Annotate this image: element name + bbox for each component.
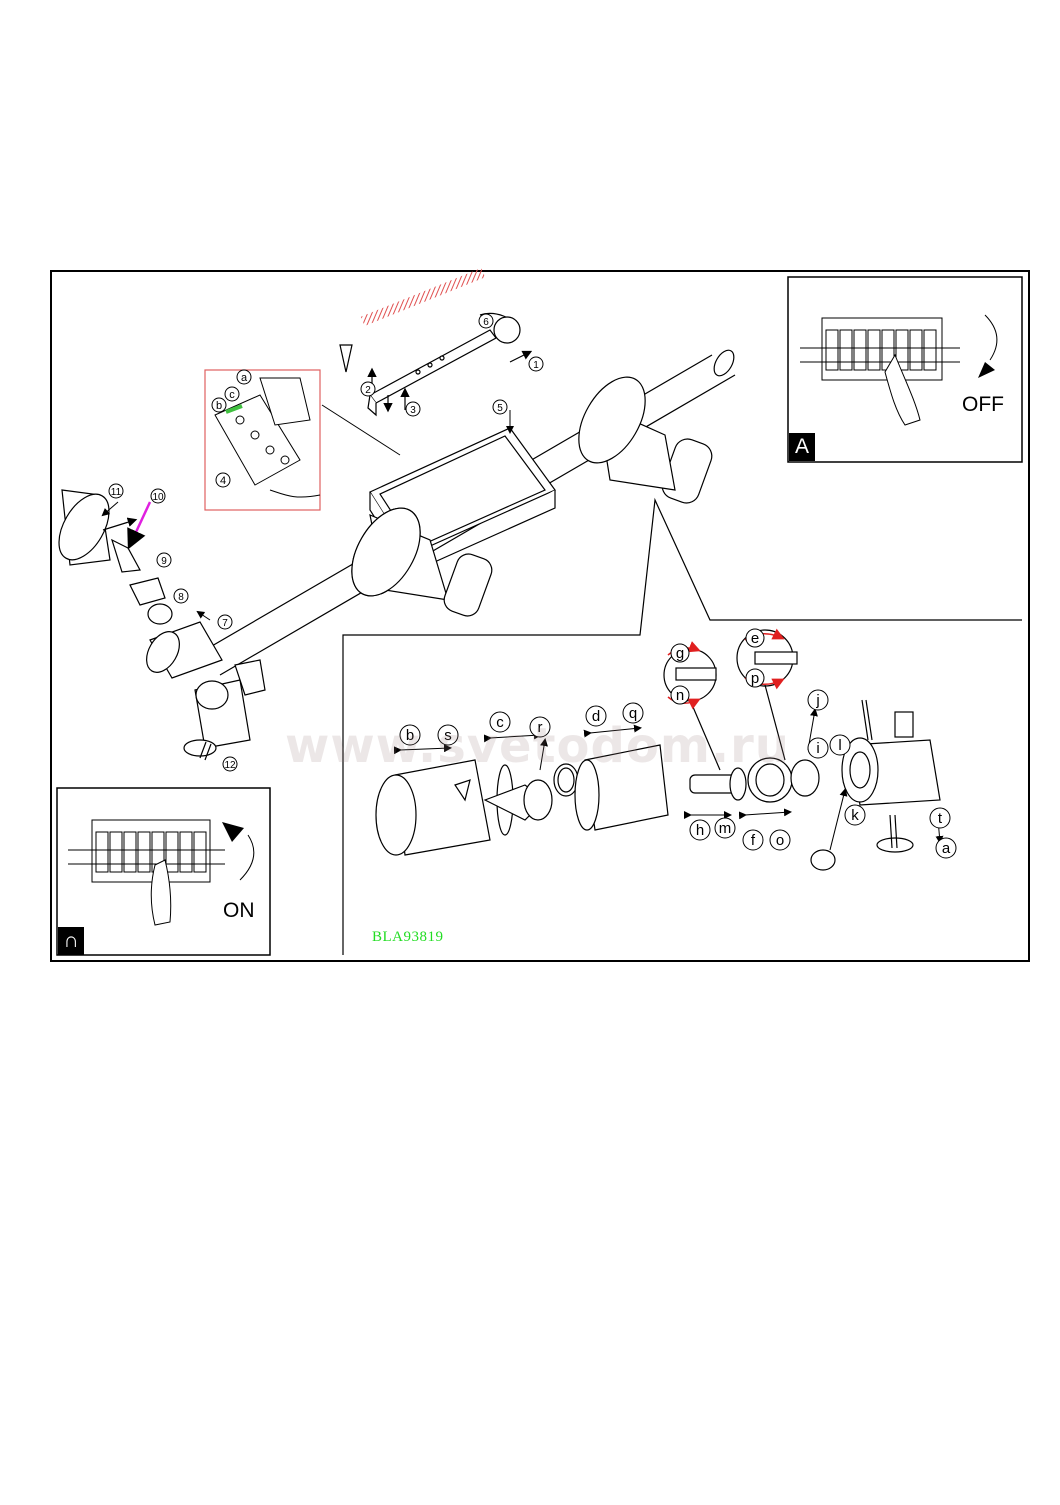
panel-c-letter: ∩ [58,927,84,955]
svg-text:12: 12 [224,760,236,771]
pink-arrow [127,501,152,550]
svg-text:f: f [751,832,756,849]
svg-text:5: 5 [497,403,503,414]
svg-text:c: c [229,389,235,401]
part-letter-labels: b s c r d q g n e p j i l k h m f o t a [399,628,957,859]
svg-text:b: b [406,727,414,744]
breaker-on-illustration [68,819,255,926]
detail-frame [342,497,1022,955]
exploded-parts [375,629,941,871]
svg-text:a: a [241,372,248,384]
svg-text:g: g [676,645,684,662]
svg-text:r: r [538,719,543,736]
terminal-detail-frame [204,369,321,511]
svg-text:b: b [216,400,222,412]
panel-c-frame [56,787,271,956]
svg-text:9: 9 [161,556,167,567]
svg-text:s: s [444,727,452,744]
svg-text:6: 6 [483,317,489,328]
svg-text:t: t [938,810,943,827]
svg-text:10: 10 [152,492,164,503]
terminal-block [214,377,321,498]
breaker-off-illustration [800,314,998,426]
svg-text:k: k [851,807,859,824]
svg-text:m: m [719,820,732,837]
svg-text:j: j [815,692,819,709]
svg-text:a: a [942,840,951,857]
svg-text:11: 11 [111,487,122,498]
svg-text:i: i [816,740,819,757]
spot-lamp-2 [578,376,713,504]
svg-text:o: o [776,832,784,849]
svg-text:7: 7 [222,618,228,629]
dimension-arrows [393,708,944,851]
svg-text:3: 3 [410,405,416,416]
svg-text:1: 1 [533,360,539,371]
panel-a-letter: A [789,433,815,461]
panel-a-caption: OFF [962,393,1004,416]
svg-text:p: p [751,670,759,687]
svg-text:n: n [676,687,684,704]
svg-text:8: 8 [178,592,184,603]
svg-text:e: e [751,630,759,647]
mounting-bracket [339,268,533,417]
panel-a-frame [787,276,1023,463]
terminal-labels: a c b 4 [211,369,252,488]
left-lamp-exploded [58,489,266,761]
outer-frame [50,270,1030,962]
watermark-text: www.svetodom.ru [285,718,790,774]
panel-c-caption: ON [223,899,255,922]
svg-text:q: q [629,705,637,722]
spot-lamp-1 [351,507,493,617]
step-number-markers: 1 2 3 6 5 11 10 9 8 7 12 [108,313,544,772]
svg-text:4: 4 [220,475,226,487]
svg-text:c: c [496,714,504,731]
svg-text:l: l [838,737,841,754]
svg-text:2: 2 [365,385,371,396]
svg-text:h: h [696,822,704,839]
model-code-label: BLA93819 [372,929,444,945]
svg-text:d: d [592,708,600,725]
